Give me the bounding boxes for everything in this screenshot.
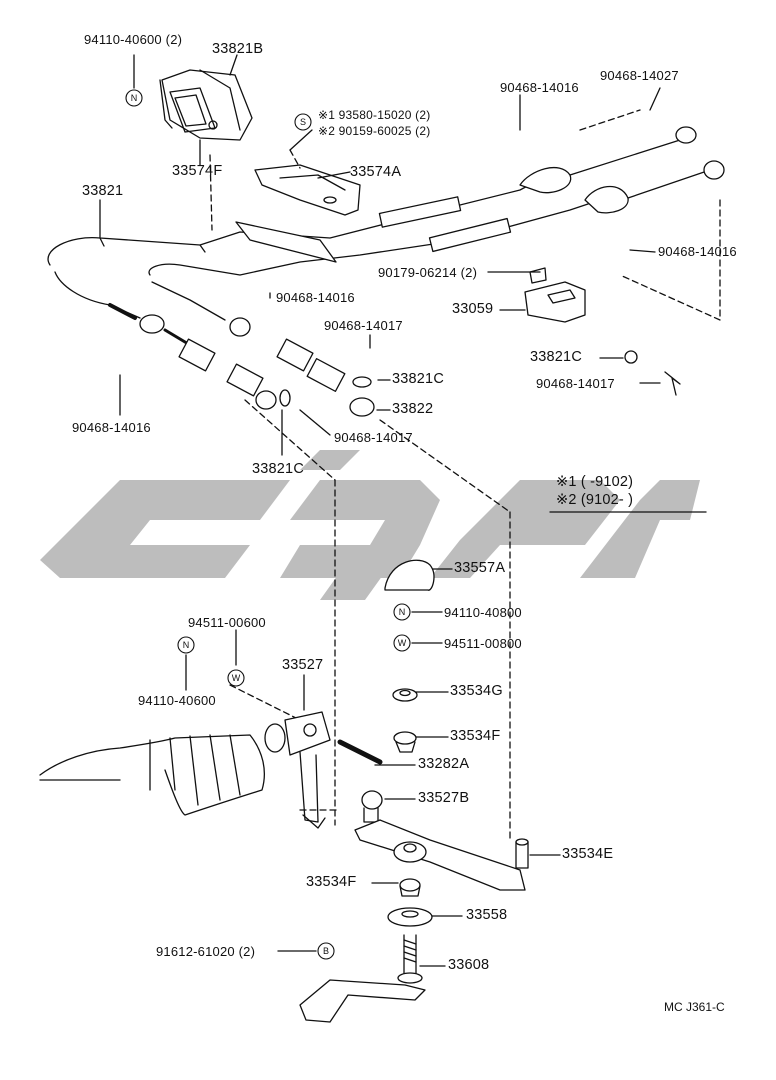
label-33527b: 33527B: [418, 790, 470, 806]
label-33574a: 33574A: [350, 164, 402, 180]
label-33557a: 33557A: [454, 560, 506, 576]
label-90468-14017-c: 90468-14017: [536, 376, 615, 391]
label-33608: 33608: [448, 957, 490, 973]
symbol-s-top: S: [294, 113, 312, 131]
label-90468-14016-right: 90468-14016: [658, 244, 737, 259]
label-note2: ※2 (9102- ): [556, 492, 634, 508]
svg-text:N: N: [399, 607, 406, 617]
label-33821c-c: 33821C: [252, 461, 304, 477]
label-33558: 33558: [466, 907, 508, 923]
watermark-logo: [40, 450, 700, 600]
guide-lines: [209, 109, 721, 841]
plate-33574a: [254, 164, 361, 216]
svg-text:S: S: [300, 117, 306, 127]
label-94110-40800: 94110-40800: [444, 605, 522, 620]
diagram-code: MC J361-C: [664, 1000, 725, 1014]
label-33059: 33059: [452, 301, 494, 317]
boot-33557a: [384, 559, 435, 591]
label-note1: ※1 ( -9102): [556, 474, 634, 490]
bracket-33821b: [159, 69, 253, 141]
label-90468-14017-b: 90468-14017: [334, 430, 413, 445]
symbol-w-left: W: [227, 669, 245, 687]
label-33822: 33822: [392, 401, 434, 417]
svg-text:W: W: [398, 638, 407, 648]
washer-33558: [387, 907, 433, 927]
label-94511-00600: 94511-00600: [188, 615, 266, 630]
label-90468-14016-left: 90468-14016: [72, 420, 151, 435]
label-94511-00800: 94511-00800: [444, 636, 522, 651]
label-33534f-a: 33534F: [450, 728, 501, 744]
svg-text:W: W: [232, 673, 241, 683]
symbol-w-mid: W: [393, 634, 411, 652]
symbol-n-top: N: [125, 89, 143, 107]
label-90179-06214: 90179-06214 (2): [378, 265, 478, 280]
bushing-33534g: [392, 688, 418, 702]
symbol-n-left: N: [177, 636, 195, 654]
label-33534f-b: 33534F: [306, 874, 357, 890]
svg-text:N: N: [131, 93, 138, 103]
lever-33534e: [354, 819, 529, 891]
label-94110-40600: 94110-40600: [138, 693, 216, 708]
cable-holder-33059: [524, 267, 681, 396]
label-s1-93580: ※1 93580-15020 (2): [318, 108, 431, 122]
transmission-case: [39, 734, 265, 816]
label-33821c-a: 33821C: [392, 371, 444, 387]
label-33821c-b: 33821C: [530, 349, 582, 365]
cable-33821: [47, 126, 725, 321]
label-33821b: 33821B: [212, 41, 264, 57]
svg-text:N: N: [183, 640, 190, 650]
label-s2-90159: ※2 90159-60025 (2): [318, 124, 431, 138]
label-33527: 33527: [282, 657, 324, 673]
label-90468-14017-a: 90468-14017: [324, 318, 403, 333]
label-33534g: 33534G: [450, 683, 503, 699]
cable-ends-left: [108, 303, 375, 417]
label-33821: 33821: [82, 183, 124, 199]
label-90468-14016-mid: 90468-14016: [276, 290, 355, 305]
symbol-n-mid: N: [393, 603, 411, 621]
label-90468-14016-top: 90468-14016: [500, 80, 579, 95]
svg-text:B: B: [323, 946, 329, 956]
label-33574f: 33574F: [172, 163, 223, 179]
bushing-33534f-bottom: [399, 878, 421, 897]
leader-lines: [99, 54, 661, 967]
label-90468-14027: 90468-14027: [600, 68, 679, 83]
label-91612-61020: 91612-61020 (2): [156, 944, 256, 959]
shift-lever-33527: [264, 711, 383, 829]
ball-33527b: [361, 790, 383, 823]
bushing-33534f-top: [393, 731, 417, 753]
label-33534e: 33534E: [562, 846, 614, 862]
bolt-33608: [299, 934, 426, 1023]
label-94110-40600-2: 94110-40600 (2): [84, 32, 183, 47]
symbol-b-bot: B: [317, 942, 335, 960]
label-33282a: 33282A: [418, 756, 470, 772]
